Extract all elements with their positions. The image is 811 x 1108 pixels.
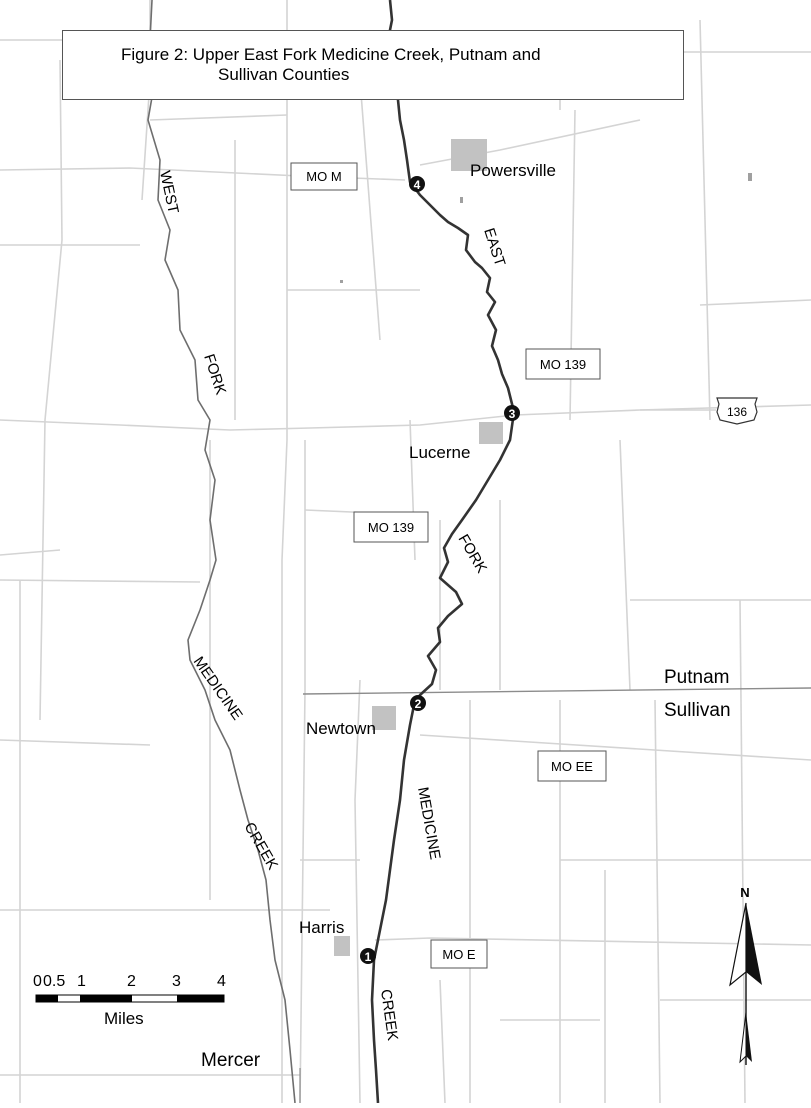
town-powersville: Powersville [470,161,556,180]
road-label-mo-m: MO M [290,162,358,191]
county-sullivan: Sullivan [664,700,731,721]
svg-text:4: 4 [414,178,421,192]
town-newtown: Newtown [306,719,376,738]
svg-text:1: 1 [365,950,372,964]
road-label-mo-ee: MO EE [537,750,607,782]
small-area-1 [748,173,752,181]
scale-tick-2: 2 [127,973,136,990]
river-label-west: WEST [156,169,182,215]
river-label-east: EAST [480,226,508,269]
svg-text:3: 3 [509,407,516,421]
road-label-mo-139-east: MO 139 [525,348,601,380]
lucerne-area [479,422,503,444]
mo-m-label: MO M [306,169,341,184]
site-marker-2[interactable]: 2 [410,695,426,711]
town-lucerne: Lucerne [409,443,470,462]
small-area-3 [340,280,343,283]
mo-139-east-label: MO 139 [540,357,586,372]
river-label-medicine-east: MEDICINE [414,786,443,861]
mo-139-west-label: MO 139 [368,520,414,535]
site-marker-4[interactable]: 4 [409,176,425,192]
scale-tick-1: 1 [77,973,86,990]
county-mercer: Mercer [201,1050,261,1071]
mo-ee-label: MO EE [551,759,593,774]
river-label-medicine-west: MEDICINE [190,654,246,724]
county-putnam: Putnam [664,667,729,688]
west-fork-medicine-creek [147,0,296,1104]
scale-tick-3: 3 [172,973,181,990]
scale-tick-0: 0 [33,973,42,990]
scale-unit: Miles [104,1009,144,1028]
river-label-creek-west: CREEK [241,820,282,873]
east-fork-medicine-creek [370,0,516,1104]
title-box: Figure 2: Upper East Fork Medicine Creek… [62,30,684,100]
north-arrow: N [729,885,762,1065]
us-136-shield: 136 [716,397,758,425]
us-136-label: 136 [727,405,747,419]
north-label: N [740,885,749,900]
road-label-mo-e: MO E [430,939,488,969]
road-label-mo-139-west: MO 139 [353,511,429,543]
county-boundary [302,687,811,695]
site-marker-1[interactable]: 1 [360,948,376,964]
town-harris: Harris [299,918,344,937]
scale-tick-4: 4 [217,973,226,990]
river-label-creek-east: CREEK [377,988,401,1042]
harris-area [334,936,350,956]
title-line-2: Sullivan Counties [218,65,350,84]
small-area-2 [460,197,463,203]
site-marker-3[interactable]: 3 [504,405,520,421]
scale-bar: 0 0.5 1 2 3 4 Miles [33,973,226,1028]
river-label-fork-east: FORK [455,532,491,577]
scale-tick-0-5: 0.5 [43,973,65,990]
newtown-area [372,706,396,730]
powersville-area [451,139,487,171]
map-title: Figure 2: Upper East Fork Medicine Creek… [63,45,741,105]
title-line-1: Figure 2: Upper East Fork Medicine Creek… [121,45,541,64]
mo-e-label: MO E [442,947,476,962]
svg-text:2: 2 [415,697,422,711]
river-label-fork-west: FORK [200,352,229,397]
